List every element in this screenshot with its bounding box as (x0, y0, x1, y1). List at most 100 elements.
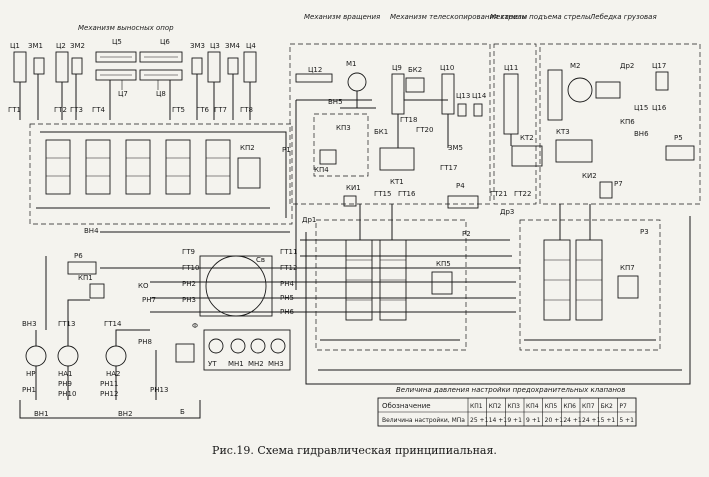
svg-text:Р5: Р5 (674, 134, 683, 142)
svg-text:Ф: Ф (192, 322, 198, 330)
svg-text:Св: Св (256, 256, 265, 264)
svg-text:ВН6: ВН6 (634, 130, 649, 138)
svg-text:РН11: РН11 (100, 380, 118, 388)
svg-text:ГТ6: ГТ6 (196, 106, 210, 114)
svg-text:ГТ8: ГТ8 (240, 106, 253, 114)
table-cell-value: 5 +1 (601, 417, 616, 424)
heading-winch: Лебедка грузовая (589, 13, 657, 21)
table-cell-value: 9 +1 (526, 417, 541, 424)
table-col-header: КП6 (563, 403, 576, 410)
svg-text:ВН1: ВН1 (34, 410, 49, 418)
svg-text:Др3: Др3 (500, 208, 514, 216)
svg-text:КП4: КП4 (314, 166, 329, 174)
svg-text:ВН5: ВН5 (328, 98, 343, 106)
svg-text:Ц16: Ц16 (652, 104, 667, 112)
svg-text:ЗМ1: ЗМ1 (28, 42, 43, 50)
svg-text:ГТ20: ГТ20 (416, 126, 433, 134)
svg-text:КО: КО (138, 282, 149, 290)
svg-text:РН4: РН4 (280, 280, 294, 288)
table-cell-value: 24 +1 (582, 417, 601, 424)
svg-text:КТ2: КТ2 (520, 134, 534, 142)
svg-text:МН2: МН2 (248, 360, 264, 368)
valve-block-p1: Р1 КП2 ВН4 (29, 123, 293, 235)
svg-text:ЗМ3: ЗМ3 (190, 42, 205, 50)
svg-text:Др2: Др2 (620, 62, 634, 70)
svg-text:ГТ14: ГТ14 (104, 320, 122, 328)
svg-text:Ц15: Ц15 (634, 104, 648, 112)
svg-text:КП2: КП2 (240, 144, 255, 152)
svg-text:Ц7: Ц7 (118, 90, 128, 98)
svg-text:РН10: РН10 (58, 390, 76, 398)
figure-caption: Рис.19. Схема гидравлическая принципиаль… (212, 444, 497, 457)
table-col-header: КП7 (582, 403, 595, 410)
svg-text:ГТ11: ГТ11 (280, 248, 297, 256)
valve-block-p2: Р2 КП5 (315, 204, 471, 351)
lifting-mechanism: Ц11 КТ2 ГТ21 ГТ22 Др3 (490, 43, 543, 216)
svg-text:ГТ15: ГТ15 (374, 190, 391, 198)
svg-text:КИ1: КИ1 (346, 184, 361, 192)
table-cell-value: 5 +1 (619, 417, 634, 424)
svg-text:Ц10: Ц10 (440, 64, 454, 72)
svg-text:Ц11: Ц11 (504, 64, 518, 72)
svg-text:ГТ5: ГТ5 (172, 106, 185, 114)
svg-text:Ц3: Ц3 (210, 42, 220, 50)
table-row-head-setting: Величина настройки, МПа (382, 417, 465, 424)
svg-text:КП1: КП1 (78, 274, 93, 282)
svg-text:НР: НР (26, 370, 36, 378)
table-cell-value: 14 +1 (489, 417, 508, 424)
svg-text:Р7: Р7 (614, 180, 623, 188)
svg-text:Ц5: Ц5 (112, 38, 122, 46)
outrigger-cylinders: Ц1 ЗМ1 Ц2 ЗМ2 Ц5 Ц6 ЗМ3 Ц3 ЗМ4 Ц4 Ц7 Ц8 … (8, 38, 257, 120)
valve-block-p3: Р3 КП7 (519, 204, 661, 351)
svg-text:ГТ13: ГТ13 (58, 320, 75, 328)
svg-text:РН8: РН8 (138, 338, 152, 346)
svg-text:Ц6: Ц6 (160, 38, 170, 46)
table-col-header: КП4 (526, 403, 539, 410)
svg-text:ГТ2: ГТ2 (54, 106, 67, 114)
table-cell-value: 9 +1 (507, 417, 522, 424)
svg-text:Р4: Р4 (456, 182, 465, 190)
svg-text:М1: М1 (346, 60, 357, 68)
table-cell-value: 24 +1 (563, 417, 582, 424)
svg-text:Ц9: Ц9 (392, 64, 402, 72)
svg-text:КП5: КП5 (436, 260, 451, 268)
svg-text:ГТ7: ГТ7 (214, 106, 227, 114)
svg-text:КП7: КП7 (620, 264, 635, 272)
heading-lifting: Механизм подъема стрелы (490, 13, 591, 21)
svg-text:Ц12: Ц12 (308, 66, 322, 74)
svg-text:ГТ21: ГТ21 (490, 190, 507, 198)
svg-text:ВН4: ВН4 (84, 227, 99, 235)
svg-text:БК1: БК1 (374, 128, 388, 136)
svg-text:ГТ18: ГТ18 (400, 116, 417, 124)
svg-text:М2: М2 (570, 62, 581, 70)
svg-text:ВН2: ВН2 (118, 410, 133, 418)
svg-text:Ц4: Ц4 (246, 42, 256, 50)
svg-text:Ц14: Ц14 (472, 92, 487, 100)
svg-text:Ц1: Ц1 (10, 42, 20, 50)
svg-text:ЗМ4: ЗМ4 (225, 42, 241, 50)
svg-text:РН13: РН13 (150, 386, 168, 394)
svg-text:НА2: НА2 (106, 370, 121, 378)
svg-text:ВН3: ВН3 (22, 320, 37, 328)
svg-text:Ц2: Ц2 (56, 42, 66, 50)
svg-text:БК2: БК2 (408, 66, 422, 74)
svg-text:ГТ16: ГТ16 (398, 190, 416, 198)
pump-station: Р6 КП1 КО РН7 ГТ9 ГТ10 ГТ11 ГТ12 РН2 РН3… (19, 248, 300, 419)
svg-text:РН3: РН3 (182, 296, 196, 304)
svg-text:КТ1: КТ1 (390, 178, 404, 186)
svg-text:РН7: РН7 (142, 296, 156, 304)
svg-text:РН2: РН2 (182, 280, 196, 288)
table-title: Величина давления настройки предохраните… (396, 386, 625, 394)
svg-text:ГТ4: ГТ4 (92, 106, 106, 114)
telescoping-mechanism: Ц9 БК2 Ц10 ГТ18 ГТ20 Ц13 Ц14 ЗМ5 ГТ17 КТ… (289, 43, 491, 209)
svg-text:МН3: МН3 (268, 360, 284, 368)
heading-telescoping: Механизм телескопирования стрелы (390, 13, 528, 21)
svg-text:ЗМ2: ЗМ2 (70, 42, 85, 50)
table-col-header: Р7 (619, 403, 627, 410)
trunk-lines (300, 216, 691, 385)
svg-text:КИ2: КИ2 (582, 172, 597, 180)
svg-text:ГТ9: ГТ9 (182, 248, 195, 256)
table-cell-value: 25 +1 (470, 417, 489, 424)
